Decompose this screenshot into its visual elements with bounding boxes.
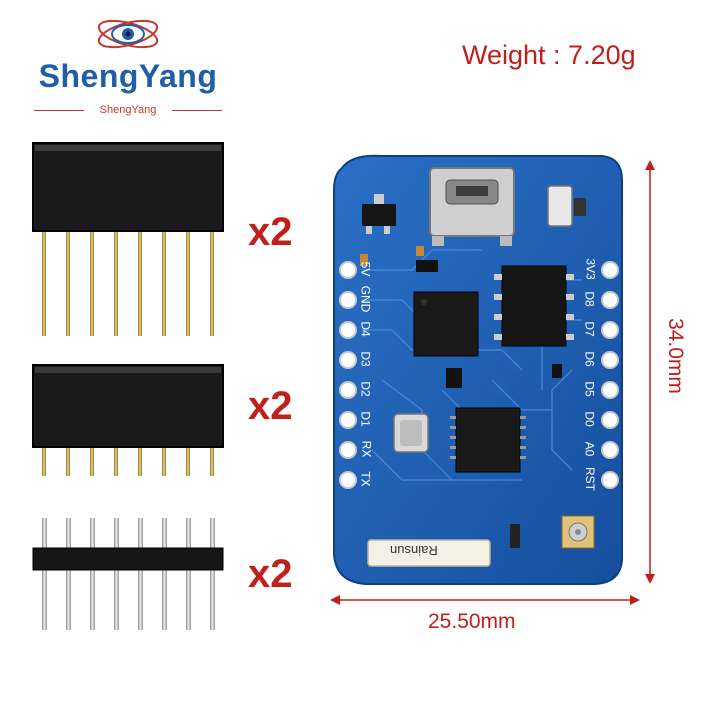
antenna-label: Rainsun [390,543,438,558]
quantity-label: x2 [248,384,293,428]
brand-divider-left [34,110,84,111]
pin-label: D4 [358,321,373,337]
pin-label: D5 [582,381,597,397]
pin-label: A0 [582,441,597,457]
quantity-label: x2 [248,210,293,254]
pin-label: TX [358,471,373,487]
board-illustration [333,154,623,585]
pcb-board: 5V GND D4 D3 D2 D1 RX TX 3V3 D8 D7 D6 D5… [322,150,642,590]
female-header-long [30,140,230,340]
pin-label: D7 [582,321,597,337]
pin-label: D3 [358,351,373,367]
quantity-label: x2 [248,552,293,596]
pin-label: 5V [358,261,373,277]
width-dimension-label: 25.50mm [428,610,516,633]
eye-logo-icon [97,19,159,49]
pin-label: D1 [358,411,373,427]
male-pin-header [30,516,230,634]
brand-divider-right [172,110,222,111]
height-dimension-label: 34.0mm [664,318,687,394]
brand-logo [92,8,164,58]
width-dimension-line [330,592,640,608]
female-header-short [30,362,230,480]
pin-label: RST [583,467,597,491]
pin-label: 3V3 [583,258,598,280]
pin-label: D0 [582,411,597,427]
pin-label: D6 [582,351,597,367]
brand-name: ShengYang [38,58,218,94]
pin-label: GND [358,285,373,313]
height-dimension-line [640,160,660,584]
brand-tagline: ShengYang [99,104,157,116]
pin-label: D2 [358,381,373,397]
pin-label: RX [359,440,374,458]
weight-label: Weight : 7.20g [462,40,636,70]
pin-label: D8 [582,291,597,307]
